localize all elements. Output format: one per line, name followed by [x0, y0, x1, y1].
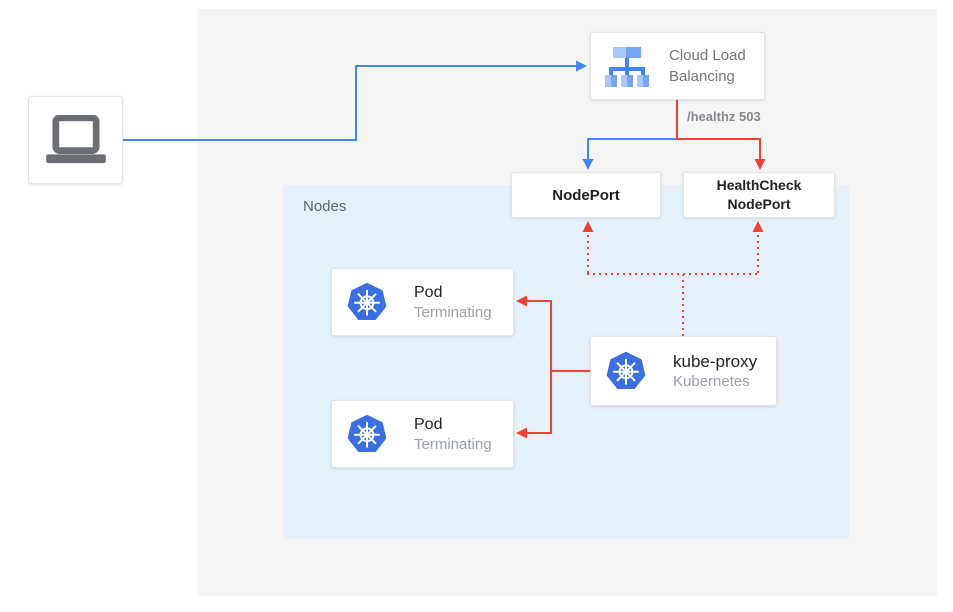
clb-label-line1: Cloud Load: [669, 47, 746, 64]
pod-status: Terminating: [414, 435, 492, 453]
pod-status: Terminating: [414, 303, 492, 321]
kube-proxy-title: kube-proxy: [673, 351, 758, 371]
kube-proxy-card: kube-proxy Kubernetes: [590, 336, 777, 406]
pod-text: Pod Terminating: [414, 282, 492, 323]
nodeport-label: NodePort: [552, 186, 620, 204]
cloud-load-balancing-icon: [605, 47, 649, 87]
kubernetes-icon: [347, 414, 387, 452]
clb-label-line2: Balancing: [669, 68, 735, 85]
kubernetes-icon: [347, 282, 387, 320]
cloud-load-balancing-label: Cloud Load Balancing: [669, 45, 746, 87]
kubernetes-icon: [606, 351, 646, 389]
kube-proxy-subtitle: Kubernetes: [673, 372, 750, 390]
cloud-load-balancing-card: Cloud Load Balancing: [590, 32, 765, 100]
pod-card-2: Pod Terminating: [331, 400, 514, 468]
pod-card-1: Pod Terminating: [331, 268, 514, 336]
pod-title: Pod: [414, 283, 443, 301]
healthcheck-nodeport-card: HealthCheck NodePort: [683, 172, 835, 218]
pod-title: Pod: [414, 415, 443, 433]
kube-proxy-text: kube-proxy Kubernetes: [673, 351, 757, 392]
nodes-label: Nodes: [303, 198, 347, 215]
pod-text: Pod Terminating: [414, 414, 492, 455]
nodeport-card: NodePort: [511, 172, 661, 218]
healthcheck-label-line2: NodePort: [727, 196, 791, 212]
healthz-status-label: /healthz 503: [687, 109, 761, 124]
laptop-icon: [45, 115, 106, 164]
client-device-card: [28, 96, 123, 184]
healthcheck-label-line1: HealthCheck: [716, 177, 802, 193]
